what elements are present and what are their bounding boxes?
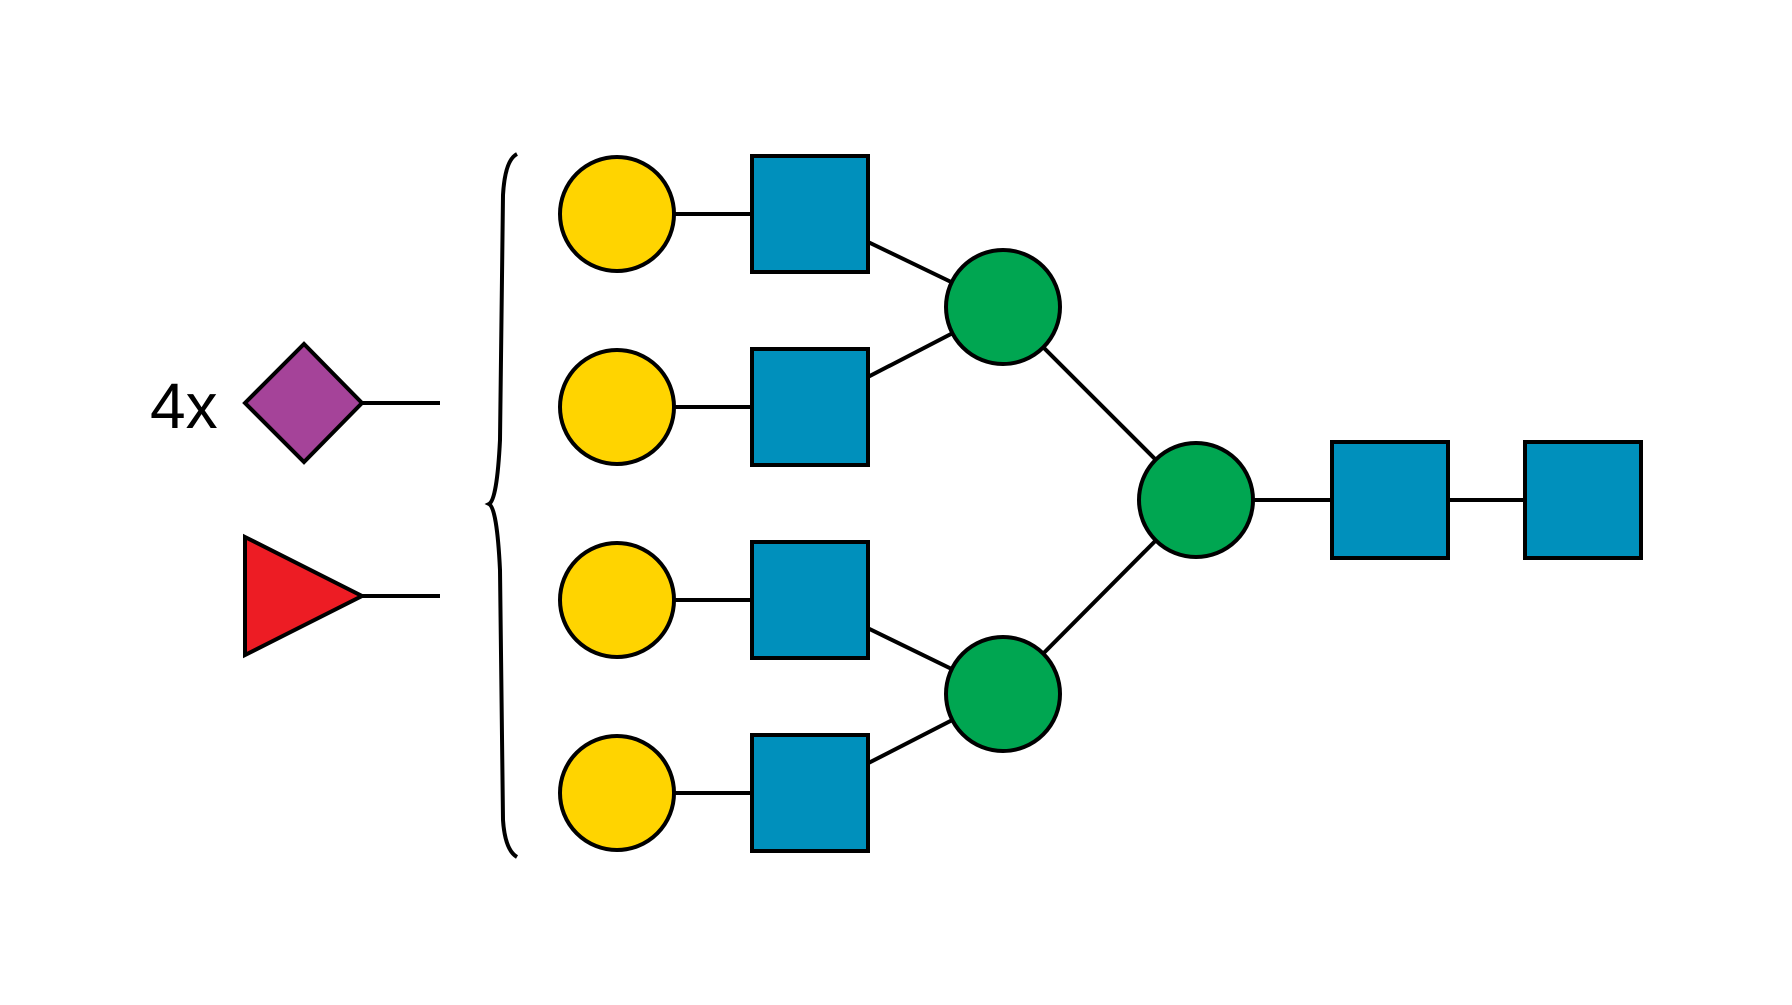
antennae-brace: [484, 152, 519, 859]
fucose-triangle-icon: [243, 533, 367, 659]
sialic-acid-diamond-icon: [242, 341, 365, 465]
galactose-circle-icon: [558, 541, 676, 659]
glcnac-square-icon: [1523, 440, 1643, 560]
glcnac-square-icon: [750, 540, 870, 660]
galactose-circle-icon: [558, 155, 676, 273]
mannose-circle-icon: [944, 635, 1062, 753]
multiplier-label: 4x: [150, 370, 218, 442]
galactose-circle-icon: [558, 348, 676, 466]
mannose-circle-icon: [1137, 441, 1255, 559]
glcnac-square-icon: [1330, 440, 1450, 560]
glcnac-square-icon: [750, 154, 870, 274]
residue-nodes: [558, 154, 1643, 853]
galactose-circle-icon: [558, 734, 676, 852]
mannose-circle-icon: [944, 248, 1062, 366]
glcnac-square-icon: [750, 347, 870, 467]
glcnac-square-icon: [750, 733, 870, 853]
